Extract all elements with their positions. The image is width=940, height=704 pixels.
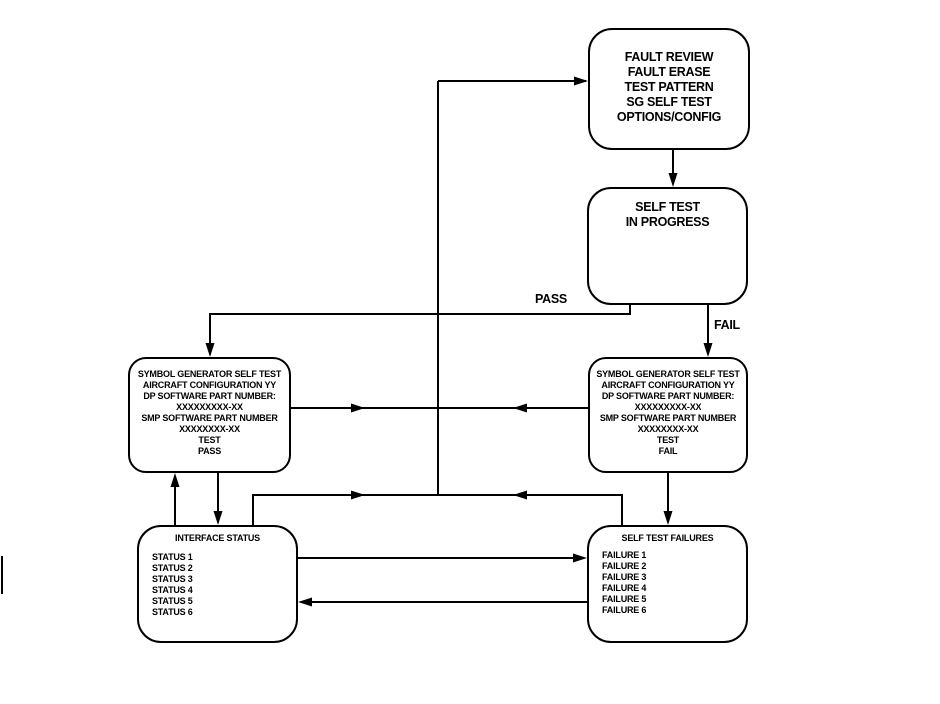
- status-item: STATUS 3: [152, 574, 193, 584]
- menu-line: TEST PATTERN: [624, 80, 714, 94]
- sg-pass-line: AIRCRAFT CONFIGURATION YY: [142, 380, 277, 390]
- self-test-failures-list: FAILURE 1 FAILURE 2 FAILURE 3 FAILURE 4 …: [589, 550, 746, 616]
- self-test-in-progress-box: SELF TEST IN PROGRESS: [587, 187, 748, 305]
- sg-pass-line: XXXXXXXXX-XX: [176, 402, 243, 412]
- in-progress-line: SELF TEST: [635, 200, 700, 214]
- arrowhead-into-menu: [574, 76, 588, 86]
- sg-pass-line: TEST: [198, 435, 221, 445]
- arrowhead-fail-into-sgfail: [703, 343, 713, 357]
- connector-pass-path: [209, 305, 631, 354]
- arrowhead-pass-into-sgpass: [205, 343, 215, 357]
- status-item: STATUS 4: [152, 585, 193, 595]
- sg-fail-line: TEST: [656, 435, 680, 445]
- failure-item: FAILURE 5: [602, 594, 647, 604]
- arrowhead-bottom-left-to-center: [351, 490, 365, 500]
- sg-fail-result: FAIL: [658, 446, 678, 456]
- failure-item: FAILURE 1: [602, 550, 647, 560]
- sg-pass-line: DP SOFTWARE PART NUMBER:: [143, 391, 276, 401]
- pass-edge-label: PASS: [535, 292, 567, 306]
- sg-pass-result: PASS: [197, 446, 222, 456]
- sg-pass-line: XXXXXXXX-XX: [179, 424, 240, 434]
- failure-item: FAILURE 6: [602, 605, 647, 615]
- status-item: STATUS 5: [152, 596, 193, 606]
- interface-status-list: STATUS 1 STATUS 2 STATUS 3 STATUS 4 STAT…: [139, 552, 296, 618]
- sg-pass-line: SYMBOL GENERATOR SELF TEST: [137, 369, 282, 379]
- status-item: STATUS 2: [152, 563, 193, 573]
- sg-fail-line: XXXXXXXXX-XX: [634, 402, 702, 412]
- failure-item: FAILURE 2: [602, 561, 647, 571]
- arrowhead-sgpass-down: [213, 511, 223, 525]
- failure-item: FAILURE 4: [602, 583, 647, 593]
- sg-fail-line: SYMBOL GENERATOR SELF TEST: [596, 369, 740, 379]
- failure-item: FAILURE 3: [602, 572, 647, 582]
- status-item: STATUS 1: [152, 552, 193, 562]
- arrowhead-sgfail-down: [663, 511, 673, 525]
- sg-pass-line: SMP SOFTWARE PART NUMBER: [141, 413, 278, 423]
- arrowhead-status-up: [170, 473, 180, 487]
- sg-self-test-pass-box: SYMBOL GENERATOR SELF TEST AIRCRAFT CONF…: [128, 357, 291, 473]
- arrowhead-mid-right-to-center: [513, 403, 527, 413]
- menu-line: OPTIONS/CONFIG: [616, 110, 722, 124]
- connector-bottom-return: [252, 494, 623, 525]
- in-progress-line: IN PROGRESS: [625, 215, 710, 229]
- status-item: STATUS 6: [152, 607, 193, 617]
- fail-edge-label: FAIL: [714, 318, 740, 332]
- arrowhead-failures-to-status: [298, 597, 312, 607]
- interface-status-title: INTERFACE STATUS: [175, 533, 260, 543]
- self-test-failures-title: SELF TEST FAILURES: [621, 533, 714, 543]
- arrowhead-status-to-failures: [573, 553, 587, 563]
- menu-box: FAULT REVIEW FAULT ERASE TEST PATTERN SG…: [588, 28, 750, 150]
- arrowhead-mid-left-to-center: [351, 403, 365, 413]
- sg-fail-line: DP SOFTWARE PART NUMBER:: [601, 391, 735, 401]
- sg-fail-line: XXXXXXXX-XX: [637, 424, 699, 434]
- self-test-failures-box: SELF TEST FAILURES FAILURE 1 FAILURE 2 F…: [587, 525, 748, 643]
- interface-status-box: INTERFACE STATUS STATUS 1 STATUS 2 STATU…: [137, 525, 298, 643]
- arrowhead-into-inprogress: [668, 173, 678, 187]
- sg-self-test-fail-box: SYMBOL GENERATOR SELF TEST AIRCRAFT CONF…: [588, 357, 748, 473]
- menu-line: FAULT REVIEW: [624, 50, 714, 64]
- sg-fail-line: SMP SOFTWARE PART NUMBER: [599, 413, 737, 423]
- menu-line: SG SELF TEST: [626, 95, 712, 109]
- sg-fail-line: AIRCRAFT CONFIGURATION YY: [601, 380, 735, 390]
- menu-line: FAULT ERASE: [627, 65, 711, 79]
- arrowhead-bottom-right-to-center: [513, 490, 527, 500]
